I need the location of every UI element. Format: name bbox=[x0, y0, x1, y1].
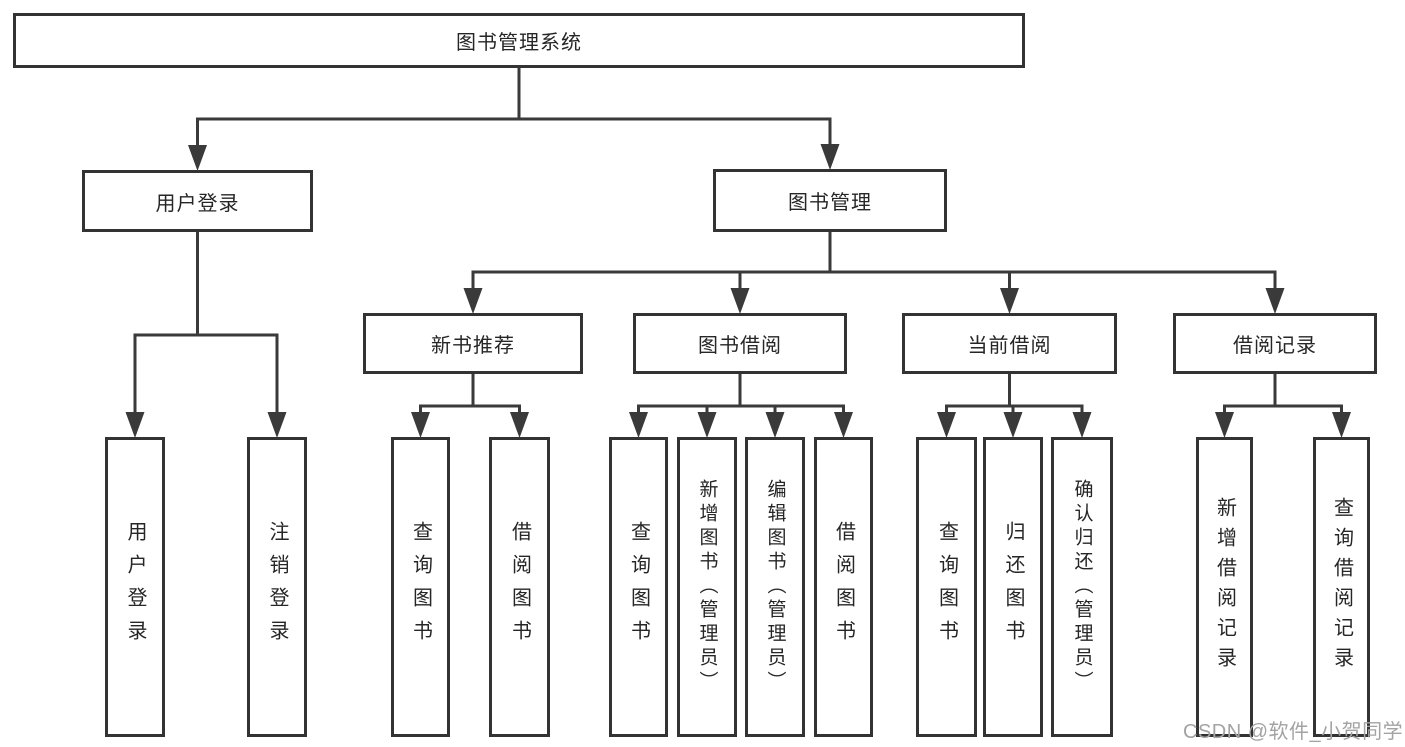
node-label: 查询图书 bbox=[409, 521, 432, 653]
arrowhead-icon bbox=[125, 412, 145, 438]
arrowhead-icon bbox=[463, 288, 483, 314]
arrowhead-icon bbox=[1265, 288, 1285, 314]
node-l_userlogin: 用户登录 bbox=[105, 437, 165, 737]
node-login: 用户登录 bbox=[82, 170, 313, 232]
arrowhead-icon bbox=[730, 288, 750, 314]
node-l_b1: 借阅图书 bbox=[489, 437, 550, 737]
arrowhead-icon bbox=[188, 145, 207, 171]
arrowhead-icon bbox=[1072, 412, 1092, 438]
node-label: 新增借阅记录 bbox=[1213, 497, 1236, 677]
node-label: 用户登录 bbox=[155, 192, 240, 215]
node-l_addrec: 新增借阅记录 bbox=[1196, 437, 1253, 737]
node-label: 当前借阅 bbox=[967, 335, 1052, 357]
node-l_confirm: 确认归还（管理员） bbox=[1051, 437, 1113, 737]
node-label: 新书推荐 bbox=[431, 335, 515, 357]
node-label: 新增图书（管理员） bbox=[696, 479, 718, 695]
arrowhead-icon bbox=[697, 412, 717, 438]
arrowhead-icon bbox=[765, 412, 785, 438]
arrowhead-icon bbox=[510, 412, 529, 438]
arrowhead-icon bbox=[834, 412, 853, 438]
node-l_q3: 查询图书 bbox=[916, 437, 977, 737]
node-label: 编辑图书（管理员） bbox=[764, 479, 786, 695]
arrowhead-icon bbox=[1003, 412, 1023, 438]
node-label: 借阅图书 bbox=[832, 521, 855, 653]
arrowhead-icon bbox=[937, 412, 956, 438]
node-label: 查询借阅记录 bbox=[1330, 497, 1353, 677]
node-l_add: 新增图书（管理员） bbox=[677, 437, 737, 737]
arrowhead-icon bbox=[1332, 412, 1351, 438]
watermark: CSDN @软件_小贺同学 bbox=[1183, 721, 1404, 743]
node-l_ret: 归还图书 bbox=[983, 437, 1043, 737]
node-label: 借阅图书 bbox=[508, 521, 531, 653]
node-l_edit: 编辑图书（管理员） bbox=[745, 437, 805, 737]
arrowhead-icon bbox=[820, 144, 840, 170]
arrowhead-icon bbox=[629, 412, 648, 438]
node-label: 归还图书 bbox=[1002, 521, 1024, 653]
node-l_qrec: 查询借阅记录 bbox=[1313, 437, 1370, 737]
arrowhead-icon bbox=[1000, 288, 1019, 314]
node-root: 图书管理系统 bbox=[13, 13, 1025, 68]
node-l_b2: 借阅图书 bbox=[814, 437, 873, 737]
node-label: 图书管理系统 bbox=[456, 32, 582, 54]
node-label: 用户登录 bbox=[124, 521, 146, 653]
node-borrow: 图书借阅 bbox=[633, 313, 847, 374]
node-label: 查询图书 bbox=[935, 521, 958, 653]
node-label: 确认归还（管理员） bbox=[1071, 479, 1093, 695]
node-label: 借阅记录 bbox=[1233, 335, 1317, 357]
arrowhead-icon bbox=[1215, 412, 1234, 438]
node-label: 注销登录 bbox=[266, 521, 288, 653]
node-current: 当前借阅 bbox=[902, 313, 1117, 374]
node-l_q2: 查询图书 bbox=[609, 437, 668, 737]
node-newrec: 新书推荐 bbox=[363, 313, 583, 374]
arrowhead-icon bbox=[267, 412, 287, 438]
node-label: 图书管理 bbox=[788, 192, 872, 214]
node-mgmt: 图书管理 bbox=[713, 169, 947, 232]
arrowhead-icon bbox=[411, 412, 430, 438]
node-records: 借阅记录 bbox=[1173, 313, 1377, 374]
node-l_q1: 查询图书 bbox=[391, 437, 450, 737]
node-label: 查询图书 bbox=[627, 521, 650, 653]
node-label: 图书借阅 bbox=[698, 335, 782, 357]
node-l_logout: 注销登录 bbox=[247, 437, 307, 737]
